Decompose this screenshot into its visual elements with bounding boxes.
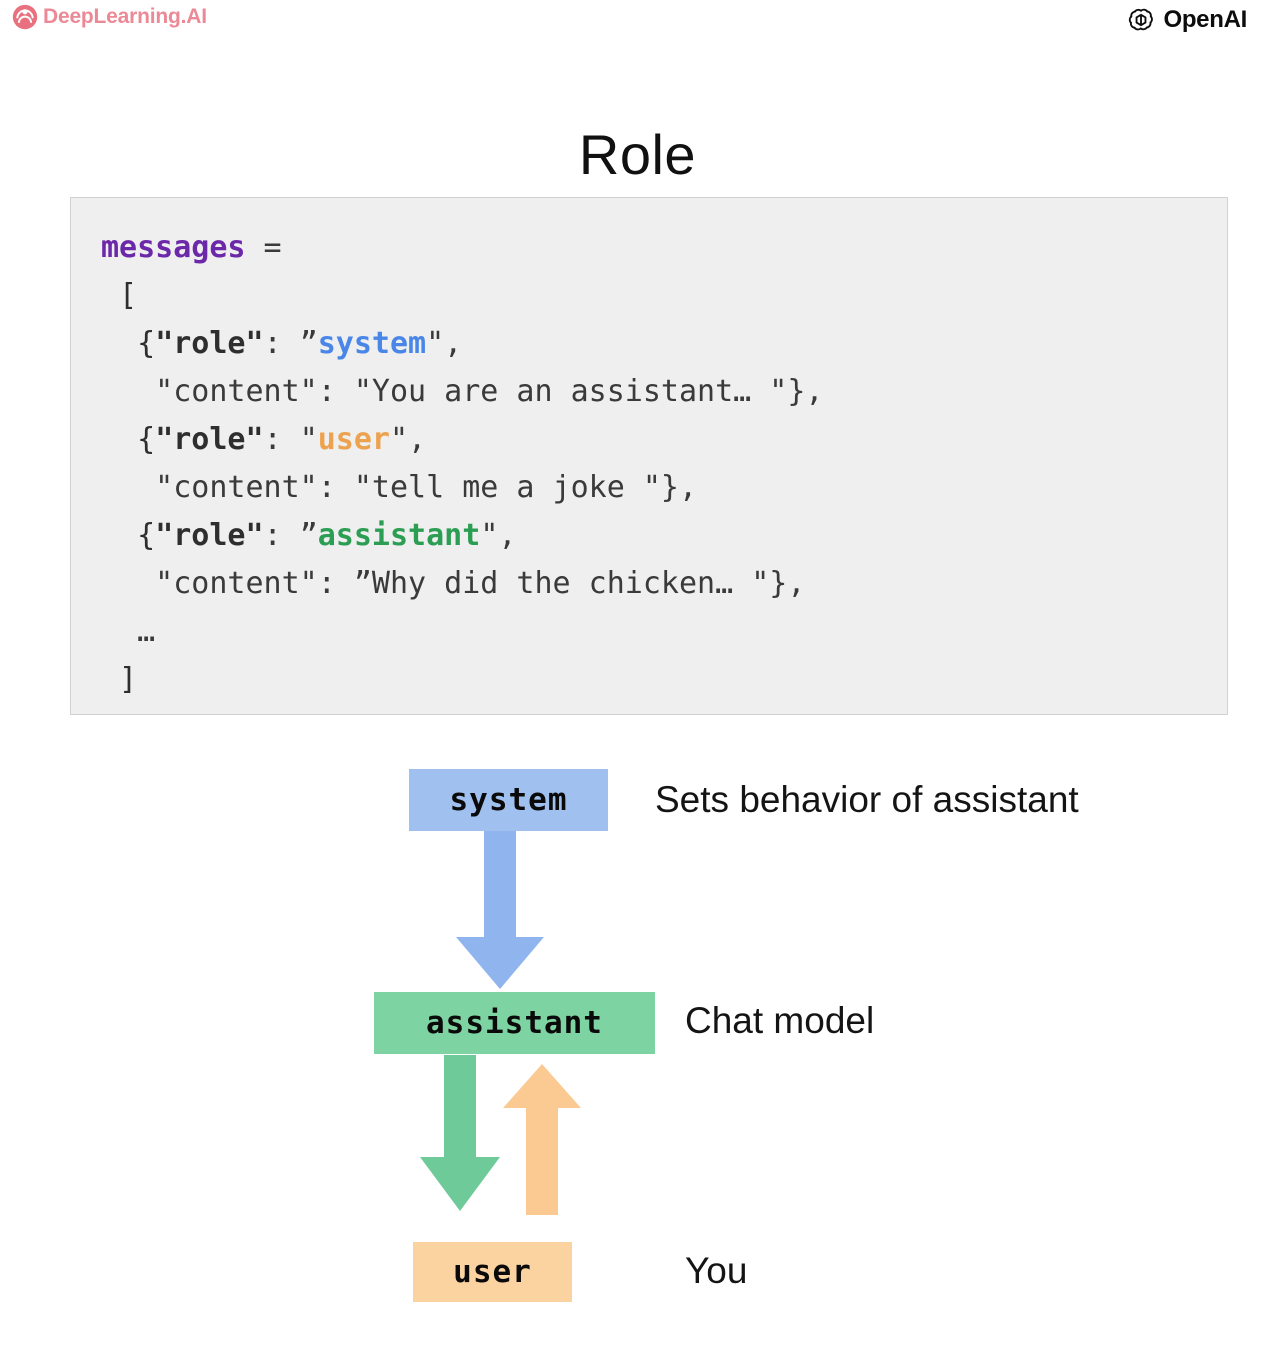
- code-token-punct: [: [101, 278, 138, 313]
- code-token-key: "role": [155, 422, 264, 457]
- code-token-plain: ”: [299, 518, 318, 553]
- code-line-l3: {"role": ”system",: [101, 320, 1227, 368]
- code-token-assist: assistant: [317, 518, 481, 553]
- code-token-plain: "content": "You are an assistant… "},: [101, 374, 824, 409]
- deeplearning-ai-logo: DeepLearning.AI: [12, 4, 207, 30]
- role-box-assistant[interactable]: assistant: [374, 992, 655, 1054]
- openai-wordmark: OpenAI: [1163, 6, 1247, 33]
- code-token-plain: …: [101, 614, 156, 649]
- arrow-assistant-to-user-icon: [420, 1055, 500, 1211]
- code-line-l1: messages =: [101, 224, 1227, 272]
- deeplearning-ai-wordmark: DeepLearning.AI: [43, 5, 207, 28]
- code-line-l5: {"role": "user",: [101, 416, 1227, 464]
- page-title: Role: [578, 123, 697, 186]
- code-line-l9: …: [101, 608, 1227, 656]
- role-caption-system: Sets behavior of assistant: [655, 779, 1079, 820]
- code-token-plain: :: [263, 326, 300, 361]
- code-token-punct: ]: [101, 662, 138, 697]
- code-line-l4: "content": "You are an assistant… "},: [101, 368, 1227, 416]
- code-token-plain: "content": ”Why did the chicken… "},: [101, 566, 806, 601]
- deeplearning-ai-mark-icon: [12, 4, 38, 30]
- code-block: messages = [ {"role": ”system", "content…: [70, 197, 1228, 715]
- code-token-plain: ",: [426, 326, 463, 361]
- openai-mark-icon: [1129, 8, 1154, 31]
- code-lines: messages = [ {"role": ”system", "content…: [101, 224, 1227, 704]
- code-token-plain: ",: [480, 518, 517, 553]
- code-token-key: "role": [155, 326, 264, 361]
- code-token-plain: ”: [299, 326, 318, 361]
- arrow-user-to-assistant-icon: [503, 1064, 581, 1215]
- role-box-user[interactable]: user: [413, 1242, 572, 1302]
- code-token-plain: :: [263, 518, 300, 553]
- code-token-punct: {: [101, 422, 156, 457]
- role-box-system[interactable]: system: [409, 769, 608, 831]
- code-token-var: messages: [101, 230, 246, 265]
- code-line-l7: {"role": ”assistant",: [101, 512, 1227, 560]
- role-caption-assistant: Chat model: [685, 1000, 875, 1041]
- code-token-plain: ": [299, 422, 318, 457]
- code-token-plain: =: [245, 230, 282, 265]
- role-caption-user: You: [685, 1250, 748, 1291]
- openai-logo: OpenAI: [1127, 6, 1247, 34]
- code-line-l8: "content": ”Why did the chicken… "},: [101, 560, 1227, 608]
- code-token-punct: {: [101, 326, 156, 361]
- code-token-plain: "content": "tell me a joke "},: [101, 470, 698, 505]
- code-token-system: system: [317, 326, 427, 361]
- arrow-system-to-assistant-icon: [456, 831, 544, 989]
- code-line-l6: "content": "tell me a joke "},: [101, 464, 1227, 512]
- code-line-l10: ]: [101, 656, 1227, 704]
- code-token-punct: {: [101, 518, 156, 553]
- code-token-key: "role": [155, 518, 264, 553]
- code-line-l2: [: [101, 272, 1227, 320]
- code-token-user: user: [317, 422, 390, 457]
- code-token-plain: ",: [390, 422, 427, 457]
- code-token-plain: :: [263, 422, 300, 457]
